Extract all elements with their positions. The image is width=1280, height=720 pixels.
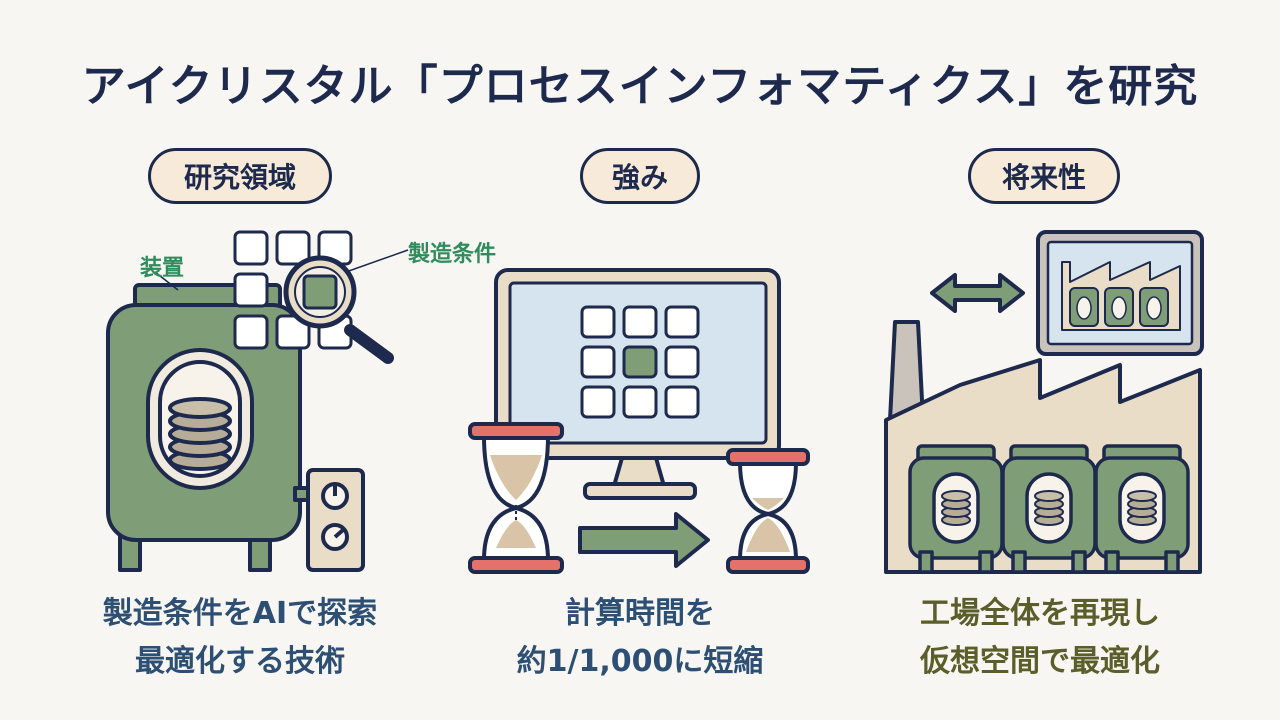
caption-future-line2: 仮想空間で最適化 bbox=[920, 644, 1160, 679]
reactor-illustration bbox=[106, 283, 365, 572]
caption-future: 工場全体を再現し 仮想空間で最適化 bbox=[840, 590, 1240, 686]
caption-strength-line2: 約1/1,000に短縮 bbox=[516, 644, 764, 679]
heading-strength: 強み bbox=[580, 148, 700, 204]
heading-research-area: 研究領域 bbox=[148, 148, 332, 204]
conditions-leader-line bbox=[345, 249, 409, 273]
conditions-label: 製造条件 bbox=[408, 242, 497, 267]
twin-arrow-icon bbox=[930, 273, 1025, 313]
caption-future-line1: 工場全体を再現し bbox=[920, 596, 1160, 631]
caption-strength: 計算時間を 約1/1,000に短縮 bbox=[440, 590, 840, 686]
caption-research-line2: 最適化する技術 bbox=[135, 644, 345, 679]
magnifier-icon bbox=[283, 255, 394, 364]
factory-tanks bbox=[908, 444, 1190, 574]
hourglass-small-icon bbox=[726, 448, 810, 574]
device-leader-line bbox=[154, 271, 179, 291]
caption-research-line1: 製造条件をAIで探索 bbox=[102, 596, 378, 631]
heading-future: 将来性 bbox=[968, 148, 1120, 204]
hourglass-large-icon bbox=[468, 422, 564, 574]
virtual-factory-screen bbox=[1036, 230, 1204, 356]
device-label: 装置 bbox=[140, 256, 185, 281]
page-title: アイクリスタル「プロセスインフォマティクス」を研究 bbox=[81, 61, 1199, 112]
caption-strength-line1: 計算時間を bbox=[565, 596, 715, 631]
monitor-grid bbox=[580, 305, 700, 419]
speedup-arrow-icon bbox=[578, 512, 710, 568]
caption-research-area: 製造条件をAIで探索 最適化する技術 bbox=[40, 590, 440, 686]
